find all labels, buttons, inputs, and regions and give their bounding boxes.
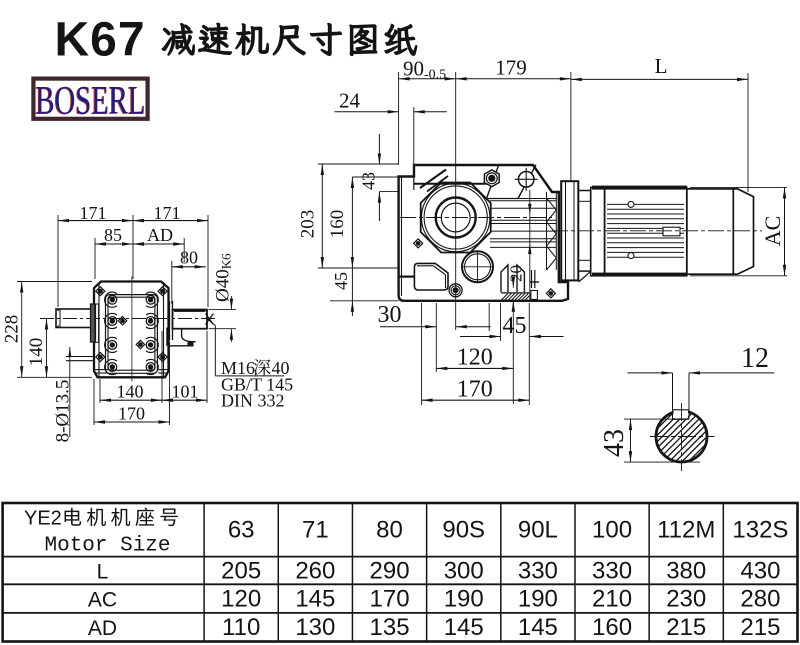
svg-text:215: 215 xyxy=(740,614,780,641)
svg-text:260: 260 xyxy=(295,558,335,585)
svg-text:190: 190 xyxy=(444,586,484,613)
svg-text:AD: AD xyxy=(147,225,173,245)
svg-text:210: 210 xyxy=(592,586,632,613)
svg-text:8-Ø13.5: 8-Ø13.5 xyxy=(52,380,73,443)
svg-text:45: 45 xyxy=(503,313,527,339)
svg-text:135: 135 xyxy=(370,614,410,641)
svg-text:71: 71 xyxy=(302,517,329,544)
svg-text:90S: 90S xyxy=(442,517,485,544)
svg-text:M16: M16 xyxy=(221,358,255,378)
svg-text:Motor Size: Motor Size xyxy=(44,535,170,558)
svg-text:145: 145 xyxy=(518,614,558,641)
svg-text:GB/T 145: GB/T 145 xyxy=(221,375,293,395)
svg-text:101: 101 xyxy=(172,382,199,402)
svg-text:203: 203 xyxy=(298,210,319,239)
svg-text:112M: 112M xyxy=(657,517,715,544)
svg-text:205: 205 xyxy=(221,558,261,585)
svg-text:AC: AC xyxy=(760,216,785,247)
svg-text:Ø40K6: Ø40K6 xyxy=(213,253,234,302)
svg-text:L: L xyxy=(655,54,668,78)
svg-text:330: 330 xyxy=(592,558,632,585)
svg-text:380: 380 xyxy=(666,558,706,585)
svg-text:171: 171 xyxy=(154,203,181,223)
svg-text:80: 80 xyxy=(180,248,198,268)
svg-text:230: 230 xyxy=(666,586,706,613)
svg-text:140: 140 xyxy=(26,338,47,367)
svg-text:DIN 332: DIN 332 xyxy=(221,391,285,411)
svg-text:215: 215 xyxy=(666,614,706,641)
svg-text:K67: K67 xyxy=(55,14,146,67)
svg-text:190: 190 xyxy=(518,586,558,613)
svg-text:170: 170 xyxy=(457,377,493,403)
svg-text:100: 100 xyxy=(592,517,632,544)
svg-text:430: 430 xyxy=(740,558,780,585)
svg-text:63: 63 xyxy=(228,517,255,544)
svg-text:43: 43 xyxy=(359,172,379,190)
svg-text:280: 280 xyxy=(740,586,780,613)
svg-text:228: 228 xyxy=(2,315,23,344)
svg-text:110: 110 xyxy=(222,614,260,641)
svg-text:30: 30 xyxy=(378,302,402,328)
svg-text:45: 45 xyxy=(331,272,351,290)
svg-text:BOSERL: BOSERL xyxy=(36,77,146,122)
svg-text:145: 145 xyxy=(444,614,484,641)
svg-text:171: 171 xyxy=(80,203,107,223)
svg-text:12: 12 xyxy=(741,343,769,374)
svg-text:BOSERL: BOSERL xyxy=(35,78,145,123)
svg-text:160: 160 xyxy=(327,210,348,239)
svg-text:290: 290 xyxy=(370,558,410,585)
svg-text:179: 179 xyxy=(495,56,527,80)
svg-text:YE2: YE2 xyxy=(24,508,62,530)
svg-text:330: 330 xyxy=(518,558,558,585)
svg-text:24: 24 xyxy=(339,89,361,113)
svg-text:AC: AC xyxy=(88,589,117,612)
svg-text:90L: 90L xyxy=(518,517,558,544)
svg-text:170: 170 xyxy=(118,404,145,424)
svg-text:140: 140 xyxy=(117,382,144,402)
svg-text:85: 85 xyxy=(104,225,122,245)
svg-text:20: 20 xyxy=(507,265,526,282)
svg-text:145: 145 xyxy=(295,586,335,613)
svg-text:130: 130 xyxy=(295,614,335,641)
svg-text:120: 120 xyxy=(457,345,493,371)
svg-text:43: 43 xyxy=(599,429,630,457)
svg-text:300: 300 xyxy=(444,558,484,585)
svg-text:132S: 132S xyxy=(732,517,788,544)
svg-text:170: 170 xyxy=(370,586,410,613)
svg-text:40: 40 xyxy=(272,358,290,378)
svg-text:L: L xyxy=(97,561,109,584)
svg-text:160: 160 xyxy=(592,614,632,641)
svg-text:AD: AD xyxy=(88,617,117,640)
svg-text:120: 120 xyxy=(221,586,261,613)
svg-text:80: 80 xyxy=(376,517,403,544)
